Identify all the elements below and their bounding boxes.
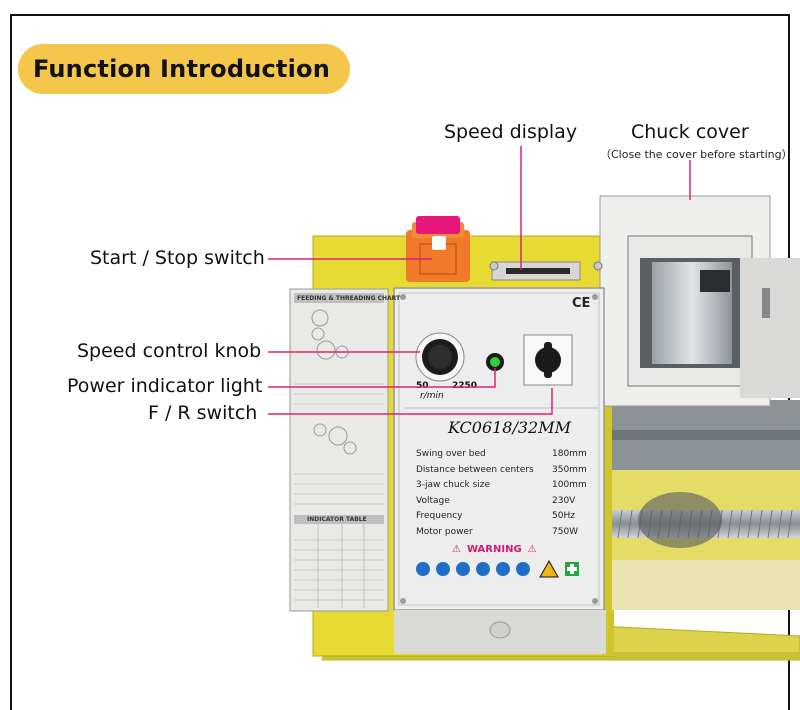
spec-value: 100mm — [552, 480, 587, 490]
safety-icons — [416, 559, 579, 578]
spec-label: Frequency — [416, 511, 463, 521]
power-light — [490, 357, 500, 367]
spec-value: 50Hz — [552, 511, 575, 521]
spec-value: 230V — [552, 496, 576, 506]
spec-label: 3-jaw chuck size — [416, 480, 491, 490]
warning-triangle-icon: ⚠ — [452, 544, 461, 555]
spec-label: Motor power — [416, 527, 473, 537]
section-title-pill: Function Introduction — [18, 44, 350, 94]
callout-start-stop: Start / Stop switch — [90, 247, 265, 269]
spec-label: Voltage — [416, 496, 450, 506]
ce-mark: CE — [572, 296, 591, 311]
handwheel-shadow — [638, 492, 722, 548]
spec-label: Distance between centers — [416, 465, 534, 475]
chart-title: FEEDING & THREADING CHART — [297, 295, 401, 302]
warning-banner: ⚠ WARNING ⚠ — [452, 544, 537, 555]
model-number: KC0618/32MM — [448, 418, 571, 437]
callout-speed-display: Speed display — [444, 121, 578, 143]
callout-chuck-cover-note: （Close the cover before starting） — [600, 148, 793, 161]
spec-value: 180mm — [552, 449, 587, 459]
warning-triangle-icon: ⚠ — [527, 544, 537, 555]
emergency-stop-button — [416, 216, 460, 234]
dial-min: 50 — [416, 381, 429, 391]
callout-power-light: Power indicator light — [67, 375, 263, 397]
dial-max: 2250 — [452, 381, 478, 391]
start-stop-switch — [406, 230, 470, 282]
spec-label: Swing over bed — [416, 449, 486, 459]
threading-chart — [289, 288, 389, 612]
callout-chuck-cover: Chuck cover — [631, 121, 749, 143]
indicator-title: INDICATOR TABLE — [307, 516, 367, 523]
spec-value: 350mm — [552, 465, 587, 475]
warning-text: WARNING — [466, 544, 522, 555]
section-title: Function Introduction — [33, 55, 331, 83]
spec-value: 750W — [552, 527, 579, 537]
callout-speed-knob: Speed control knob — [77, 340, 262, 362]
callout-fr-switch: F / R switch — [148, 402, 258, 424]
dial-unit: r/min — [420, 391, 444, 401]
